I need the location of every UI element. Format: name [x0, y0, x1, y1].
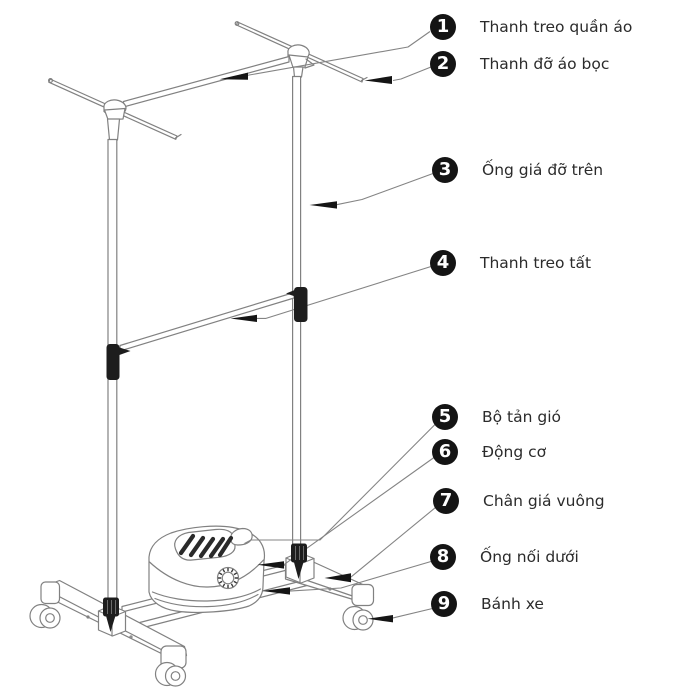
- leader-5: [244, 423, 436, 544]
- right-pole-height-clamp: [291, 543, 307, 579]
- callout-9: 9 Bánh xe: [431, 591, 544, 617]
- control-dial: [216, 566, 240, 590]
- arrow-7: [324, 573, 351, 583]
- arrow-4: [230, 314, 257, 322]
- arrowheads: [219, 72, 393, 623]
- arrow-8: [262, 587, 290, 595]
- callout-6: 6 Động cơ: [432, 439, 546, 465]
- arrow-3: [309, 201, 337, 209]
- right-junction: [287, 44, 315, 78]
- left-bar-clamp: [106, 344, 131, 380]
- callout-badge-9: 9: [431, 591, 457, 617]
- callout-label-1: Thanh treo quần áo: [480, 18, 633, 36]
- callout-badge-1: 1: [430, 14, 456, 40]
- arrow-9: [367, 615, 393, 623]
- callout-badge-6: 6: [432, 439, 458, 465]
- leader-7: [349, 507, 436, 579]
- leader-6: [283, 457, 435, 566]
- leader-2: [392, 66, 432, 82]
- callout-label-3: Ống giá đỡ trên: [482, 161, 604, 179]
- callout-label-7: Chân giá vuông: [483, 492, 605, 510]
- leader-3: [335, 172, 434, 206]
- callout-3: 3 Ống giá đỡ trên: [432, 157, 603, 183]
- arrow-2: [364, 76, 392, 84]
- left-pole-height-clamp: [103, 597, 119, 632]
- callout-1: 1 Thanh treo quần áo: [430, 14, 632, 40]
- callout-4: 4 Thanh treo tất: [430, 250, 591, 276]
- top-hanger-bar: [122, 55, 290, 108]
- callout-8: 8 Ống nối dưới: [430, 544, 579, 570]
- callout-badge-3: 3: [432, 157, 458, 183]
- callout-badge-7: 7: [433, 488, 459, 514]
- callout-5: 5 Bộ tản gió: [432, 404, 561, 430]
- callout-badge-4: 4: [430, 250, 456, 276]
- caster-front-right: [342, 605, 374, 631]
- callout-2: 2 Thanh đỡ áo bọc: [430, 51, 609, 77]
- callout-label-6: Động cơ: [482, 443, 547, 461]
- rack-drawing: [29, 21, 375, 687]
- dark-fittings: [103, 287, 308, 632]
- arrow-1: [219, 72, 248, 80]
- callout-label-2: Thanh đỡ áo bọc: [480, 55, 610, 73]
- callout-7: 7 Chân giá vuông: [433, 488, 605, 514]
- leader-lines: [244, 31, 436, 619]
- diffuser-cap: [230, 527, 253, 546]
- callout-badge-8: 8: [430, 544, 456, 570]
- callout-label-9: Bánh xe: [481, 595, 544, 613]
- callout-label-4: Thanh treo tất: [480, 254, 592, 272]
- leader-4: [256, 265, 432, 319]
- right-bar-clamp: [286, 287, 308, 322]
- dial-ticks: [218, 568, 238, 588]
- leader-9: [391, 607, 433, 619]
- arrow-6: [257, 561, 284, 569]
- caster-back-left: [29, 603, 61, 629]
- caster-front-left: [154, 661, 187, 687]
- vent-slats: [178, 533, 234, 559]
- left-junction: [103, 99, 127, 141]
- callout-label-8: Ống nối dưới: [480, 548, 579, 566]
- motor-unit: [148, 525, 266, 613]
- callout-label-5: Bộ tản gió: [482, 408, 561, 426]
- leader-8: [289, 560, 432, 592]
- callout-badge-2: 2: [430, 51, 456, 77]
- middle-sock-bar: [119, 291, 295, 352]
- callout-badge-5: 5: [432, 404, 458, 430]
- leader-1: [246, 31, 431, 77]
